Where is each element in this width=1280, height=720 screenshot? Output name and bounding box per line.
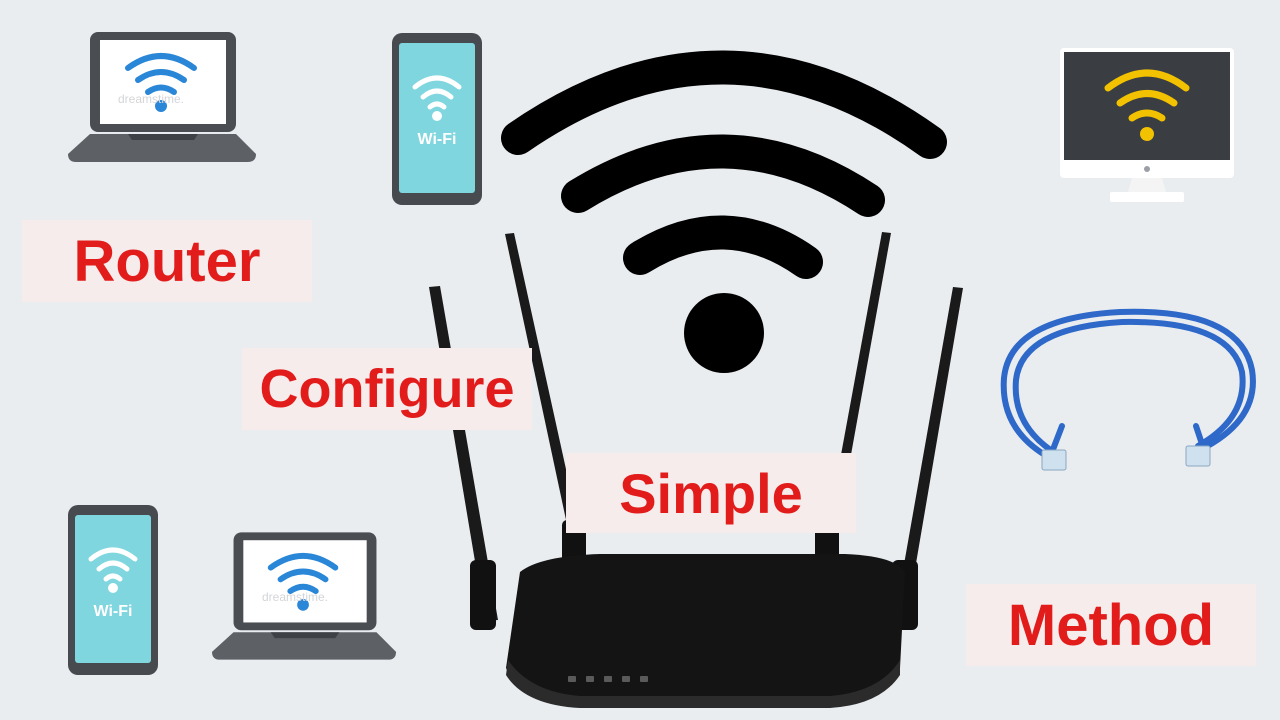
- wifi-icon: [412, 75, 462, 121]
- laptop-icon-top-left: [68, 32, 256, 162]
- phone-wifi-label: Wi-Fi: [93, 603, 133, 620]
- laptop-watermark: dreamstime.: [118, 92, 185, 106]
- monitor-icon: [1060, 48, 1234, 202]
- phone-icon-bottom: Wi-Fi: [68, 505, 158, 675]
- method-label-text: Method: [1007, 592, 1215, 658]
- ethernet-cable-icon: [1000, 308, 1256, 471]
- router-label-text: Router: [73, 228, 261, 294]
- configure-label-text: Configure: [259, 359, 515, 419]
- router-label: Router: [22, 220, 312, 302]
- wifi-icon: [267, 553, 339, 595]
- simple-label-text: Simple: [619, 461, 803, 525]
- configure-label: Configure: [242, 348, 532, 430]
- laptop-icon-bottom: [212, 532, 397, 660]
- laptop-watermark: dreamstime.: [262, 590, 329, 604]
- wifi-icon: [1104, 69, 1190, 122]
- wifi-icon: [88, 547, 138, 593]
- phone-wifi-label: Wi-Fi: [417, 131, 457, 148]
- wifi-icon: [125, 53, 197, 95]
- simple-label: Simple: [566, 453, 856, 533]
- method-label: Method: [966, 584, 1256, 666]
- phone-icon-top: Wi-Fi: [392, 33, 482, 205]
